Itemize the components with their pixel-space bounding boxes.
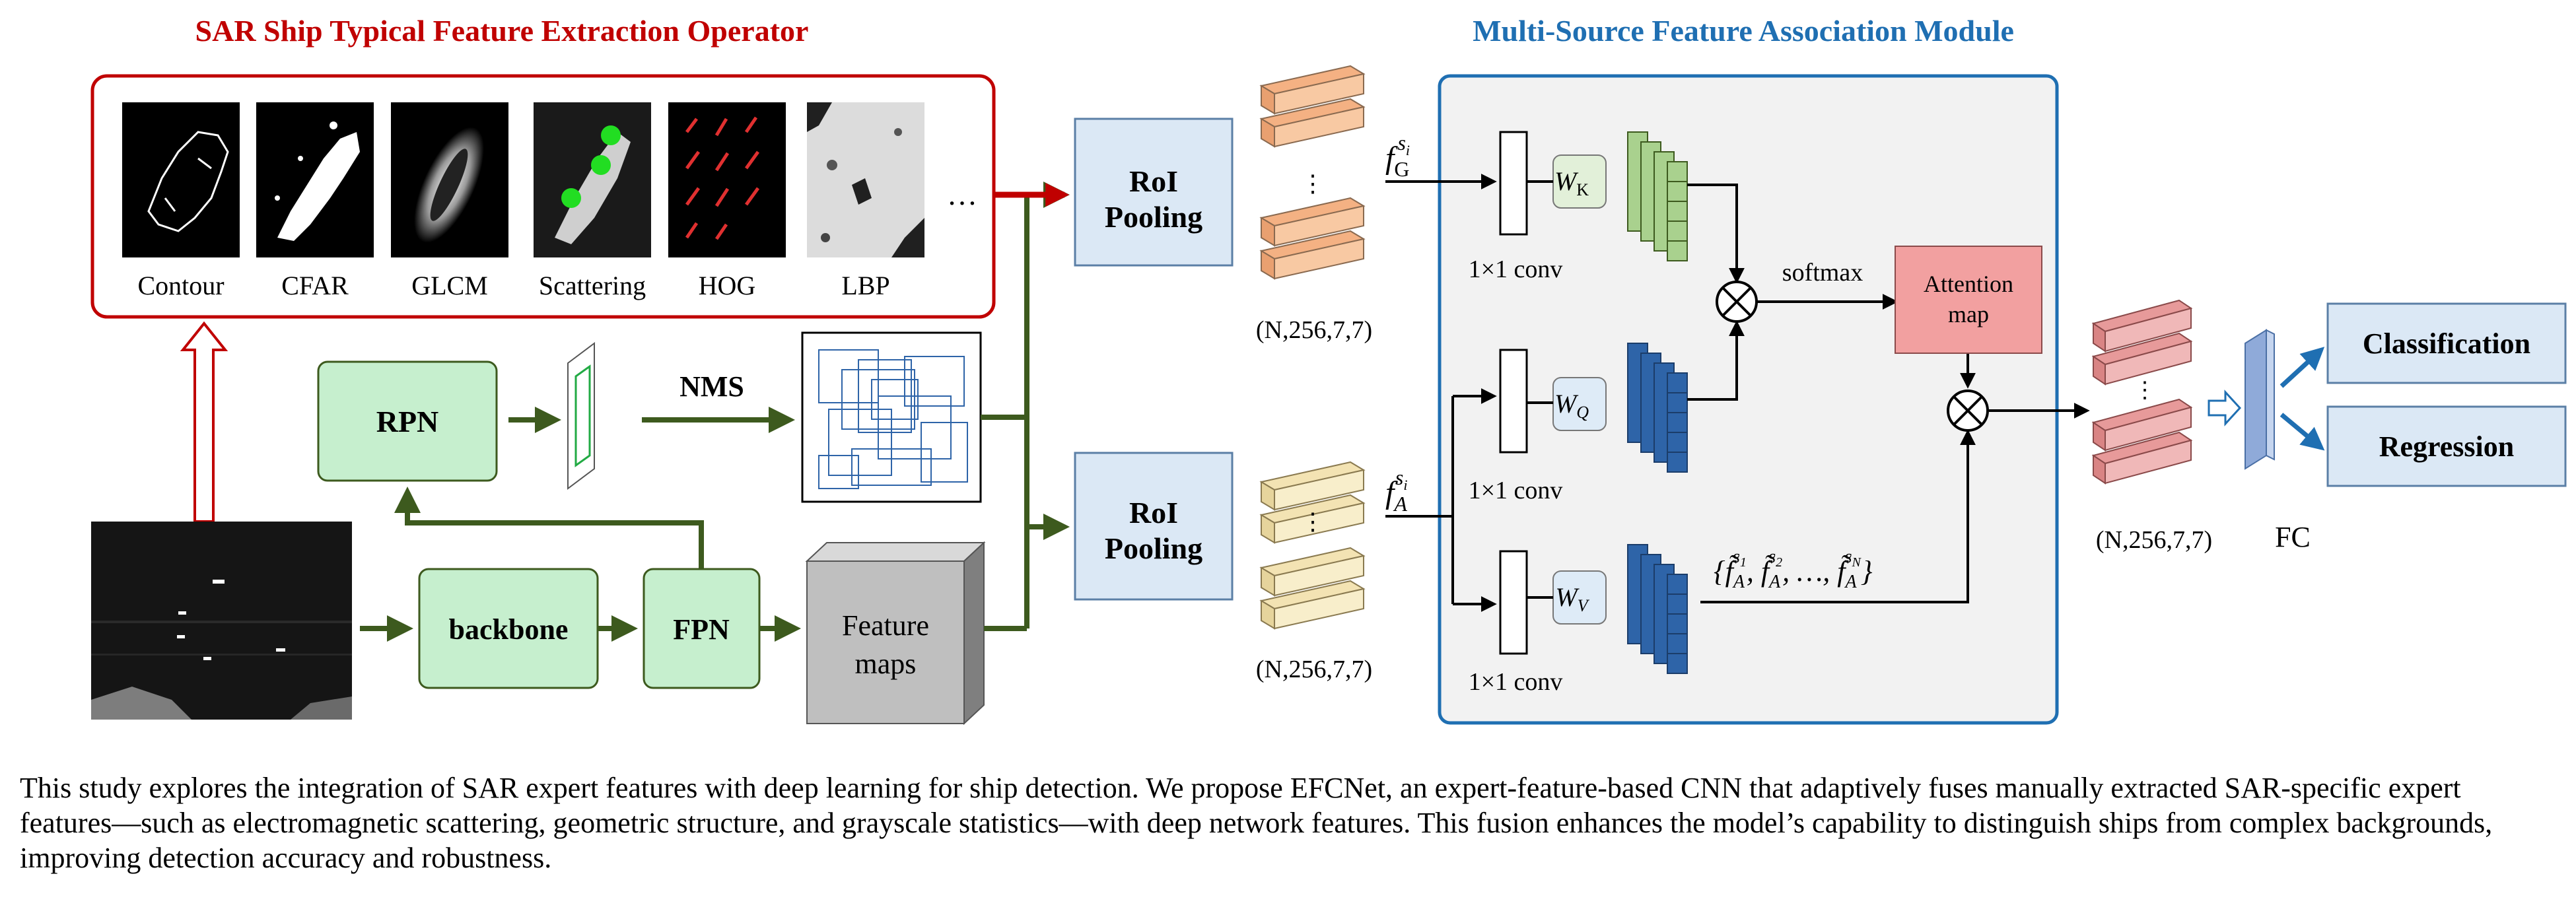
arrow-to-classification <box>2280 347 2325 388</box>
multiply-op-2 <box>1947 390 1989 432</box>
roi-pooling-top <box>1074 118 1234 267</box>
output-dots: ⋮ <box>2134 378 2156 403</box>
w-v-label: WV <box>1555 582 1589 615</box>
figure-caption: This study explores the integration of S… <box>20 772 2493 874</box>
right-module-frame <box>1438 74 2059 725</box>
feature-label-contour: Contour <box>137 271 224 300</box>
roi-top-dots: ⋮ <box>1301 170 1325 197</box>
roi-top-label-2: Pooling <box>1105 200 1202 234</box>
w-q-label: WQ <box>1554 389 1589 422</box>
conv-label-q: 1×1 conv <box>1469 477 1563 504</box>
roi-bottom-dots: ⋮ <box>1301 508 1325 535</box>
feature-label-cfar: CFAR <box>281 271 349 300</box>
regression-block <box>2326 405 2567 487</box>
thumbnail-lbp <box>807 102 924 257</box>
thumbnail-scattering <box>534 102 651 257</box>
conv-bar-q <box>1499 349 1528 454</box>
tensor-shape-bottom: (N,256,7,7) <box>1256 656 1372 683</box>
classification-block <box>2326 302 2567 384</box>
rpn-block <box>317 360 498 482</box>
value-features <box>1627 544 1688 674</box>
conv-label-v: 1×1 conv <box>1469 668 1563 696</box>
feature-label-hog: HOG <box>699 271 756 300</box>
thumbnail-hog <box>668 102 786 257</box>
attention-map-block <box>1895 246 2042 354</box>
nms-result-box <box>801 331 982 503</box>
hollow-right-arrow <box>2208 390 2242 426</box>
feature-label-scattering: Scattering <box>539 271 646 300</box>
hollow-up-arrow <box>180 321 228 523</box>
f-g-label: fGsi <box>1385 131 1410 181</box>
left-module-title: SAR Ship Typical Feature Extraction Oper… <box>195 14 809 48</box>
w-k-label: WK <box>1554 166 1589 199</box>
right-module-title: Multi-Source Feature Association Module <box>1473 14 2014 48</box>
thumbnail-cfar <box>256 102 374 257</box>
roi-bottom-label-2: Pooling <box>1105 531 1202 565</box>
conv-bar-v <box>1499 550 1528 655</box>
roi-pooling-bottom <box>1074 452 1234 601</box>
query-features <box>1627 343 1688 473</box>
roi-features-top <box>1259 65 1366 280</box>
attention-connectors <box>1527 180 2090 603</box>
roi-top-label-1: RoI <box>1129 164 1178 198</box>
feature-maps-cube <box>805 541 986 726</box>
conv-bar-k <box>1499 131 1528 236</box>
attention-inputs <box>1385 174 1497 612</box>
fc-label: FC <box>2275 521 2311 553</box>
tensor-shape-output: (N,256,7,7) <box>2096 526 2212 554</box>
sar-input-image <box>91 522 352 720</box>
thumbnail-contour <box>122 102 240 257</box>
nms-label: NMS <box>679 370 744 403</box>
output-features <box>2091 299 2193 485</box>
f-a-label: fAsi <box>1385 465 1407 516</box>
key-features <box>1627 131 1688 261</box>
feature-label-lbp: LBP <box>841 271 889 300</box>
softmax-label: softmax <box>1782 259 1863 287</box>
regression-label: Regression <box>2379 430 2515 463</box>
conv-label-k: 1×1 conv <box>1469 255 1563 283</box>
thumbnail-ellipsis: … <box>947 178 977 211</box>
roi-features-bottom <box>1259 461 1366 630</box>
fpn-label: FPN <box>673 613 730 646</box>
backbone-label: backbone <box>449 613 569 646</box>
attention-map-label-1: Attention <box>1924 271 2013 297</box>
tensor-shape-top: (N,256,7,7) <box>1256 316 1372 344</box>
value-set-expression: {f̃As1, f̃As2, …, f̃AsN} <box>1714 547 1873 592</box>
feature-maps-label-1: Feature <box>842 609 929 642</box>
thumbnail-glcm <box>391 102 508 257</box>
roi-bottom-label-1: RoI <box>1129 496 1178 529</box>
rpn-label: RPN <box>376 405 439 438</box>
feature-label-glcm: GLCM <box>411 271 488 300</box>
fc-layer <box>2245 329 2275 470</box>
classification-label: Classification <box>2363 327 2530 360</box>
arrow-to-regression <box>2280 413 2325 451</box>
proposal-box <box>567 342 595 490</box>
multiply-op-1 <box>1716 281 1758 323</box>
attention-map-label-2: map <box>1948 301 1989 327</box>
feature-maps-label-2: maps <box>855 648 917 680</box>
